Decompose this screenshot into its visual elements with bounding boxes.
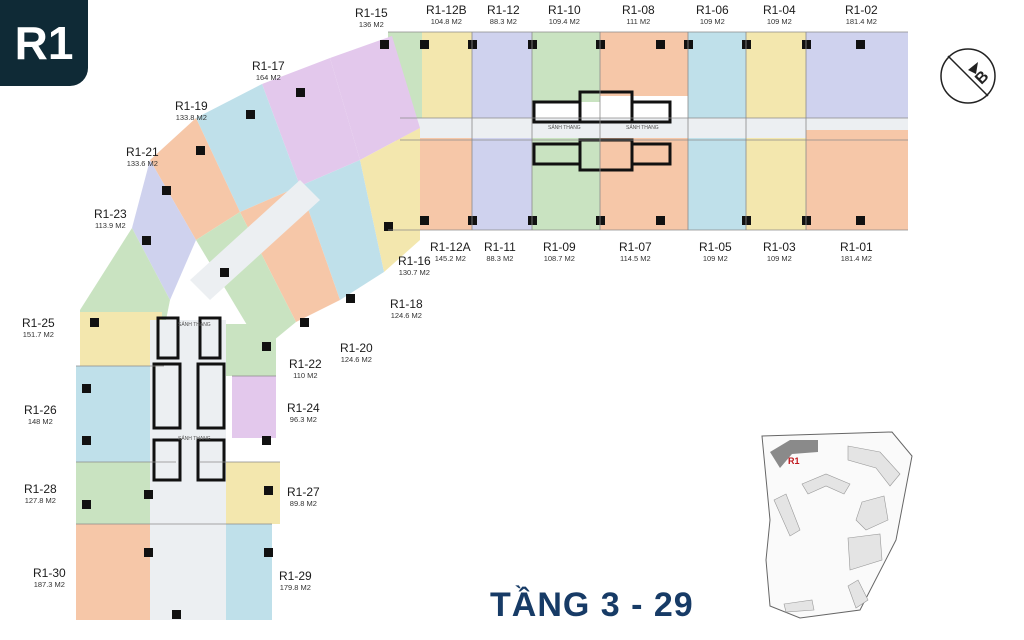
core-stairwells [152,90,672,482]
site-minimap [761,431,913,619]
building-code: R1 [14,17,74,69]
lobby-label-top-left: SẢNH THANG [548,125,581,131]
apartment-blocks [76,32,908,620]
minimap-tower-label: R1 [788,456,800,466]
building-badge: R1 [0,0,88,86]
lobby-label-top-right: SẢNH THANG [626,125,659,131]
wall-lines [76,31,908,525]
lobby-label-left-lower: SẢNH THANG [178,436,211,442]
structural-columns [82,40,865,619]
compass-icon: B [940,48,996,104]
lobby-label-left-upper: SẢNH THANG [178,322,211,328]
floor-range-title: TẦNG 3 - 29 [490,586,694,624]
